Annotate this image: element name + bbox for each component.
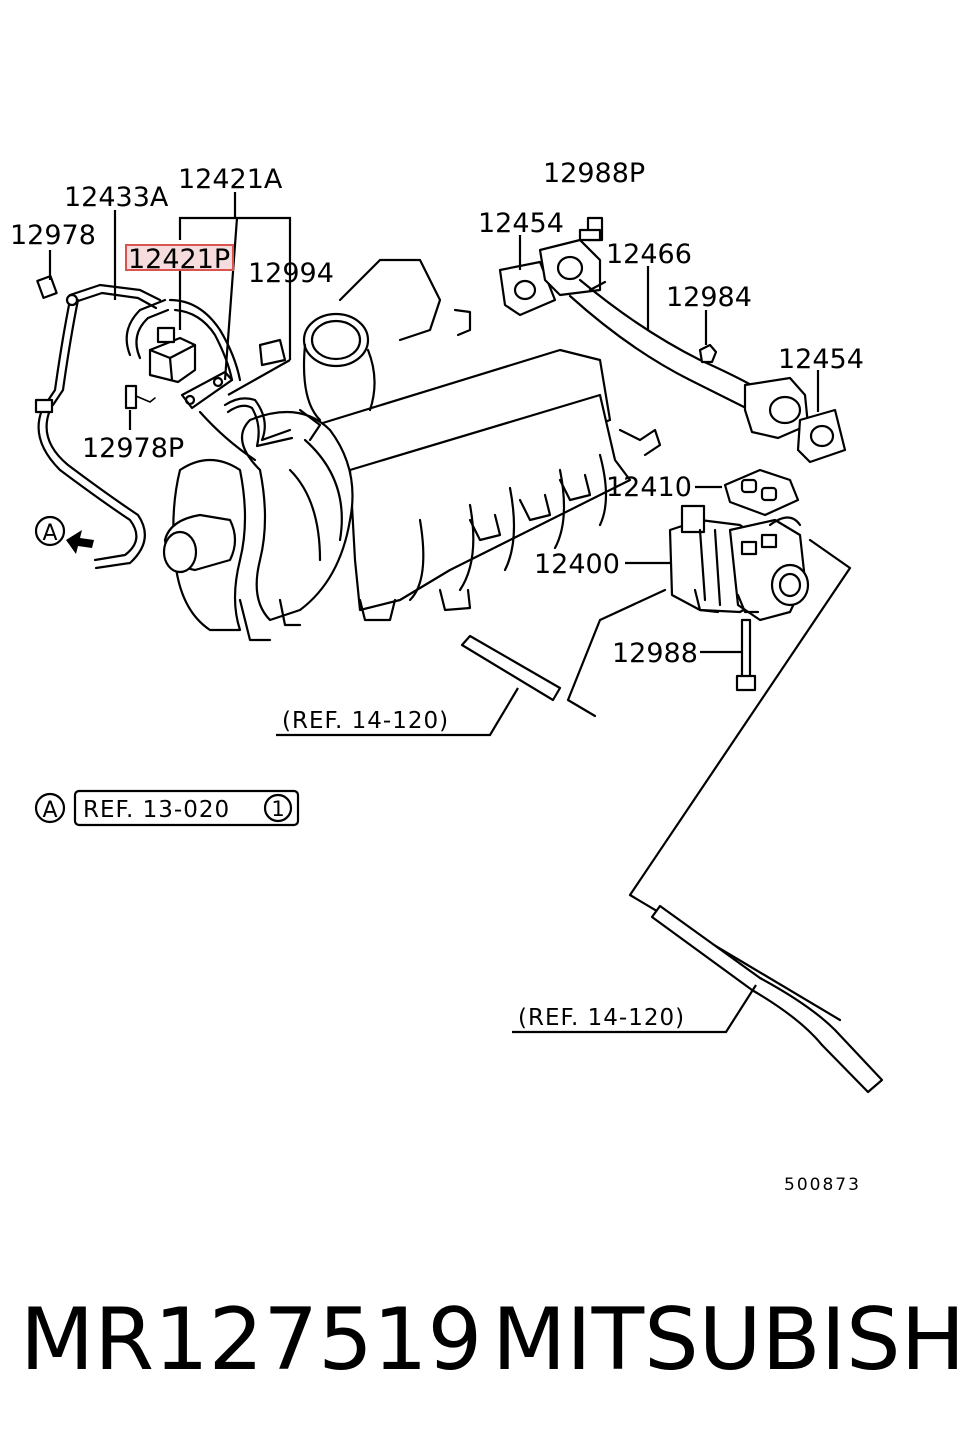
callout-12988P[interactable]: 12988P [543,158,645,189]
callout-12421P[interactable]: 12421P [128,244,230,275]
brand-name: MITSUBISHI [492,1290,960,1390]
egr-pipe-assembly [498,216,847,517]
callout-12410[interactable]: 12410 [606,472,692,503]
egr-valve-drawing [668,504,810,692]
vacuum-hose-assembly [34,275,294,570]
callout-12984[interactable]: 12984 [666,282,752,313]
intake-manifold-drawing [162,258,662,642]
marker-a-label: A [42,521,57,546]
callout-12994[interactable]: 12994 [248,258,334,289]
ref-box-num-circle [263,793,293,823]
callout-12421A[interactable]: 12421A [178,164,283,195]
ref-marker-a-label: A [42,798,57,823]
ref-lower[interactable]: (REF. 14-120) [518,1005,685,1031]
leader-lines [48,192,820,1034]
ref-marker-a-circle [34,792,66,824]
ref-upper[interactable]: (REF. 14-120) [282,708,449,734]
callout-12978P[interactable]: 12978P [82,433,184,464]
ref-box-text[interactable]: REF. 13-020 [83,797,230,823]
callout-12466[interactable]: 12466 [606,239,692,270]
callout-12978[interactable]: 12978 [10,220,96,251]
callout-12454-upper[interactable]: 12454 [478,208,564,239]
ref-box-frame [73,789,300,827]
part-number: MR127519 [20,1290,483,1390]
footer: MR127519 MITSUBISHI [0,1280,960,1400]
reference-labels: (REF. 14-120) (REF. 14-120) A REF. 13-02… [34,708,685,1031]
diagram-code: 500873 [784,1175,861,1195]
callout-12988[interactable]: 12988 [612,638,698,669]
ref-box-num: 1 [271,797,284,821]
callout-12400[interactable]: 12400 [534,549,620,580]
callout-12454-lower[interactable]: 12454 [778,344,864,375]
highlight-box [125,244,234,271]
coolant-hoses [460,538,884,1094]
connection-marker-a: A [34,515,94,554]
callout-12433A[interactable]: 12433A [64,182,169,213]
callout-labels: 12433A 12421A 12978 12421P 12994 12978P … [10,158,864,669]
